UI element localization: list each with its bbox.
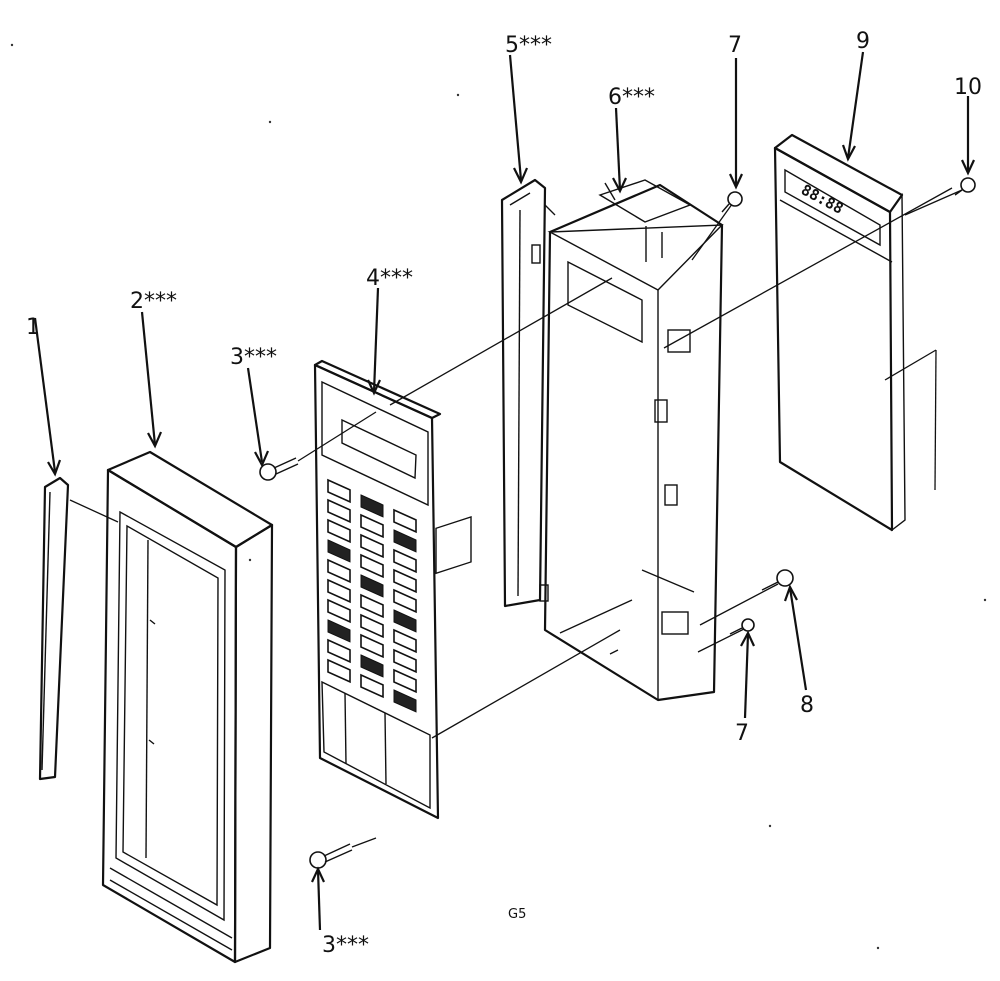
keypad-button bbox=[327, 658, 351, 684]
drawing-code: G5 bbox=[508, 907, 526, 922]
keypad-button bbox=[327, 498, 351, 524]
part-6-control-housing bbox=[543, 179, 953, 702]
keypad-button bbox=[360, 533, 384, 559]
keypad-button bbox=[360, 513, 384, 539]
keypad-button bbox=[393, 628, 417, 654]
keypad-button bbox=[393, 529, 417, 553]
callout-4: 4*** bbox=[366, 266, 413, 291]
keypad-button bbox=[393, 609, 417, 633]
callout-7-bottom: 7 bbox=[735, 721, 749, 746]
keypad-button bbox=[327, 478, 351, 504]
keypad-button bbox=[393, 689, 417, 713]
part-10-screw bbox=[954, 177, 976, 196]
keypad-button bbox=[360, 654, 384, 678]
keypad-button bbox=[393, 568, 417, 594]
callout-6: 6*** bbox=[608, 85, 655, 110]
part-3-screw-bottom bbox=[309, 837, 377, 869]
keypad-button bbox=[360, 574, 384, 598]
callout-9: 9 bbox=[856, 29, 870, 54]
callout-5: 5*** bbox=[505, 33, 552, 58]
keypad-button bbox=[327, 619, 351, 643]
part-7-screw-bottom bbox=[729, 618, 755, 635]
part-7-screw-top bbox=[721, 191, 743, 213]
callout-1: 1 bbox=[26, 315, 40, 340]
callout-2: 2*** bbox=[130, 289, 177, 314]
callout-3-bottom: 3*** bbox=[322, 933, 369, 958]
keypad-button bbox=[327, 558, 351, 584]
keypad-button bbox=[393, 648, 417, 674]
keypad-button bbox=[360, 553, 384, 579]
keypad-button bbox=[393, 508, 417, 534]
keypad-button bbox=[327, 539, 351, 563]
keypad-button bbox=[393, 548, 417, 574]
keypad-button bbox=[360, 494, 384, 518]
keypad-grid bbox=[327, 478, 417, 713]
keypad-button bbox=[327, 578, 351, 604]
keypad-button bbox=[327, 598, 351, 624]
keypad-button bbox=[327, 638, 351, 664]
part-4-control-panel bbox=[313, 277, 621, 820]
part-3-screw-top bbox=[259, 411, 377, 481]
callout-3-top: 3*** bbox=[230, 345, 277, 370]
part-2-door-frame bbox=[69, 450, 274, 964]
keypad-button bbox=[360, 633, 384, 659]
callout-8: 8 bbox=[800, 693, 814, 718]
scan-specks bbox=[10, 43, 987, 950]
keypad-button bbox=[360, 593, 384, 619]
part-9-circuit-board: 88:88 bbox=[773, 133, 963, 532]
part-8-screw bbox=[761, 569, 794, 591]
part-5-side-bracket bbox=[500, 178, 556, 608]
keypad-button bbox=[360, 673, 384, 699]
callout-arrows bbox=[33, 51, 975, 931]
callout-7-top: 7 bbox=[728, 33, 742, 58]
callout-10: 10 bbox=[954, 75, 982, 100]
keypad-button bbox=[393, 588, 417, 614]
part-1-trim-strip bbox=[38, 476, 70, 781]
keypad-button bbox=[360, 613, 384, 639]
keypad-button bbox=[327, 518, 351, 544]
keypad-button bbox=[393, 668, 417, 694]
